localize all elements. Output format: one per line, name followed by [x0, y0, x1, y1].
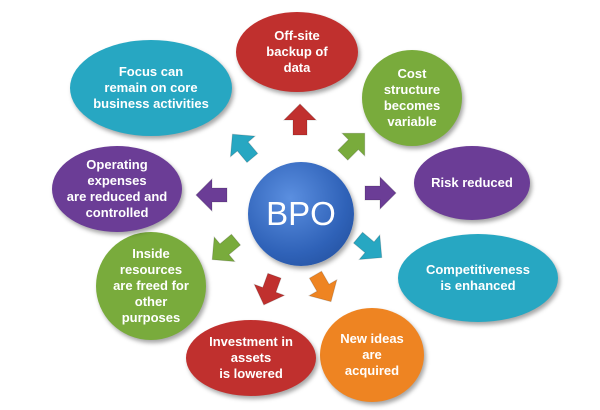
arrow-new-ideas [307, 270, 338, 303]
benefit-label: Operating expenses are reduced and contr… [66, 157, 168, 220]
benefit-resources-freed: Inside resources are freed for other pur… [96, 232, 206, 340]
benefit-offsite-backup: Off-site backup of data [236, 12, 358, 92]
benefit-competitiveness: Competitiveness is enhanced [398, 234, 558, 322]
benefit-label: Risk reduced [431, 175, 513, 190]
arrow-focus-core [229, 133, 259, 164]
arrow-shape [211, 233, 242, 263]
center-hub-bpo: BPO [248, 162, 354, 266]
arrow-shape [352, 231, 383, 261]
benefit-label: Competitiveness is enhanced [425, 262, 531, 293]
benefit-investment-lowered: Investment in assets is lowered [186, 320, 316, 396]
benefit-new-ideas: New ideas are acquired [320, 308, 424, 402]
benefit-label: Off-site backup of data [266, 28, 328, 75]
benefit-label: New ideas are acquired [340, 331, 404, 378]
arrow-shape [364, 175, 397, 211]
benefit-cost-variable: Cost structure becomes variable [362, 50, 462, 146]
benefit-risk-reduced: Risk reduced [414, 146, 530, 220]
arrow-shape [282, 103, 318, 136]
arrow-shape [307, 270, 338, 303]
benefit-label: Cost structure becomes variable [383, 66, 441, 129]
arrow-shape [195, 177, 228, 213]
arrow-investment-lowered [253, 272, 286, 306]
center-label: BPO [266, 195, 336, 232]
arrow-risk-reduced [364, 175, 397, 211]
benefit-label: Focus can remain on core business activi… [93, 64, 209, 111]
benefit-label: Inside resources are freed for other pur… [113, 246, 189, 325]
arrow-resources-freed [211, 233, 242, 263]
arrow-cost-variable [337, 132, 366, 161]
arrow-shape [253, 272, 286, 306]
arrow-shape [337, 132, 366, 161]
benefit-expenses-reduced: Operating expenses are reduced and contr… [52, 146, 182, 232]
arrow-shape [229, 133, 259, 164]
arrow-competitiveness [352, 231, 383, 261]
arrow-offsite-backup [282, 103, 318, 136]
arrow-expenses-reduced [195, 177, 228, 213]
benefit-label: Investment in assets is lowered [209, 334, 293, 381]
benefit-focus-core: Focus can remain on core business activi… [70, 40, 232, 136]
